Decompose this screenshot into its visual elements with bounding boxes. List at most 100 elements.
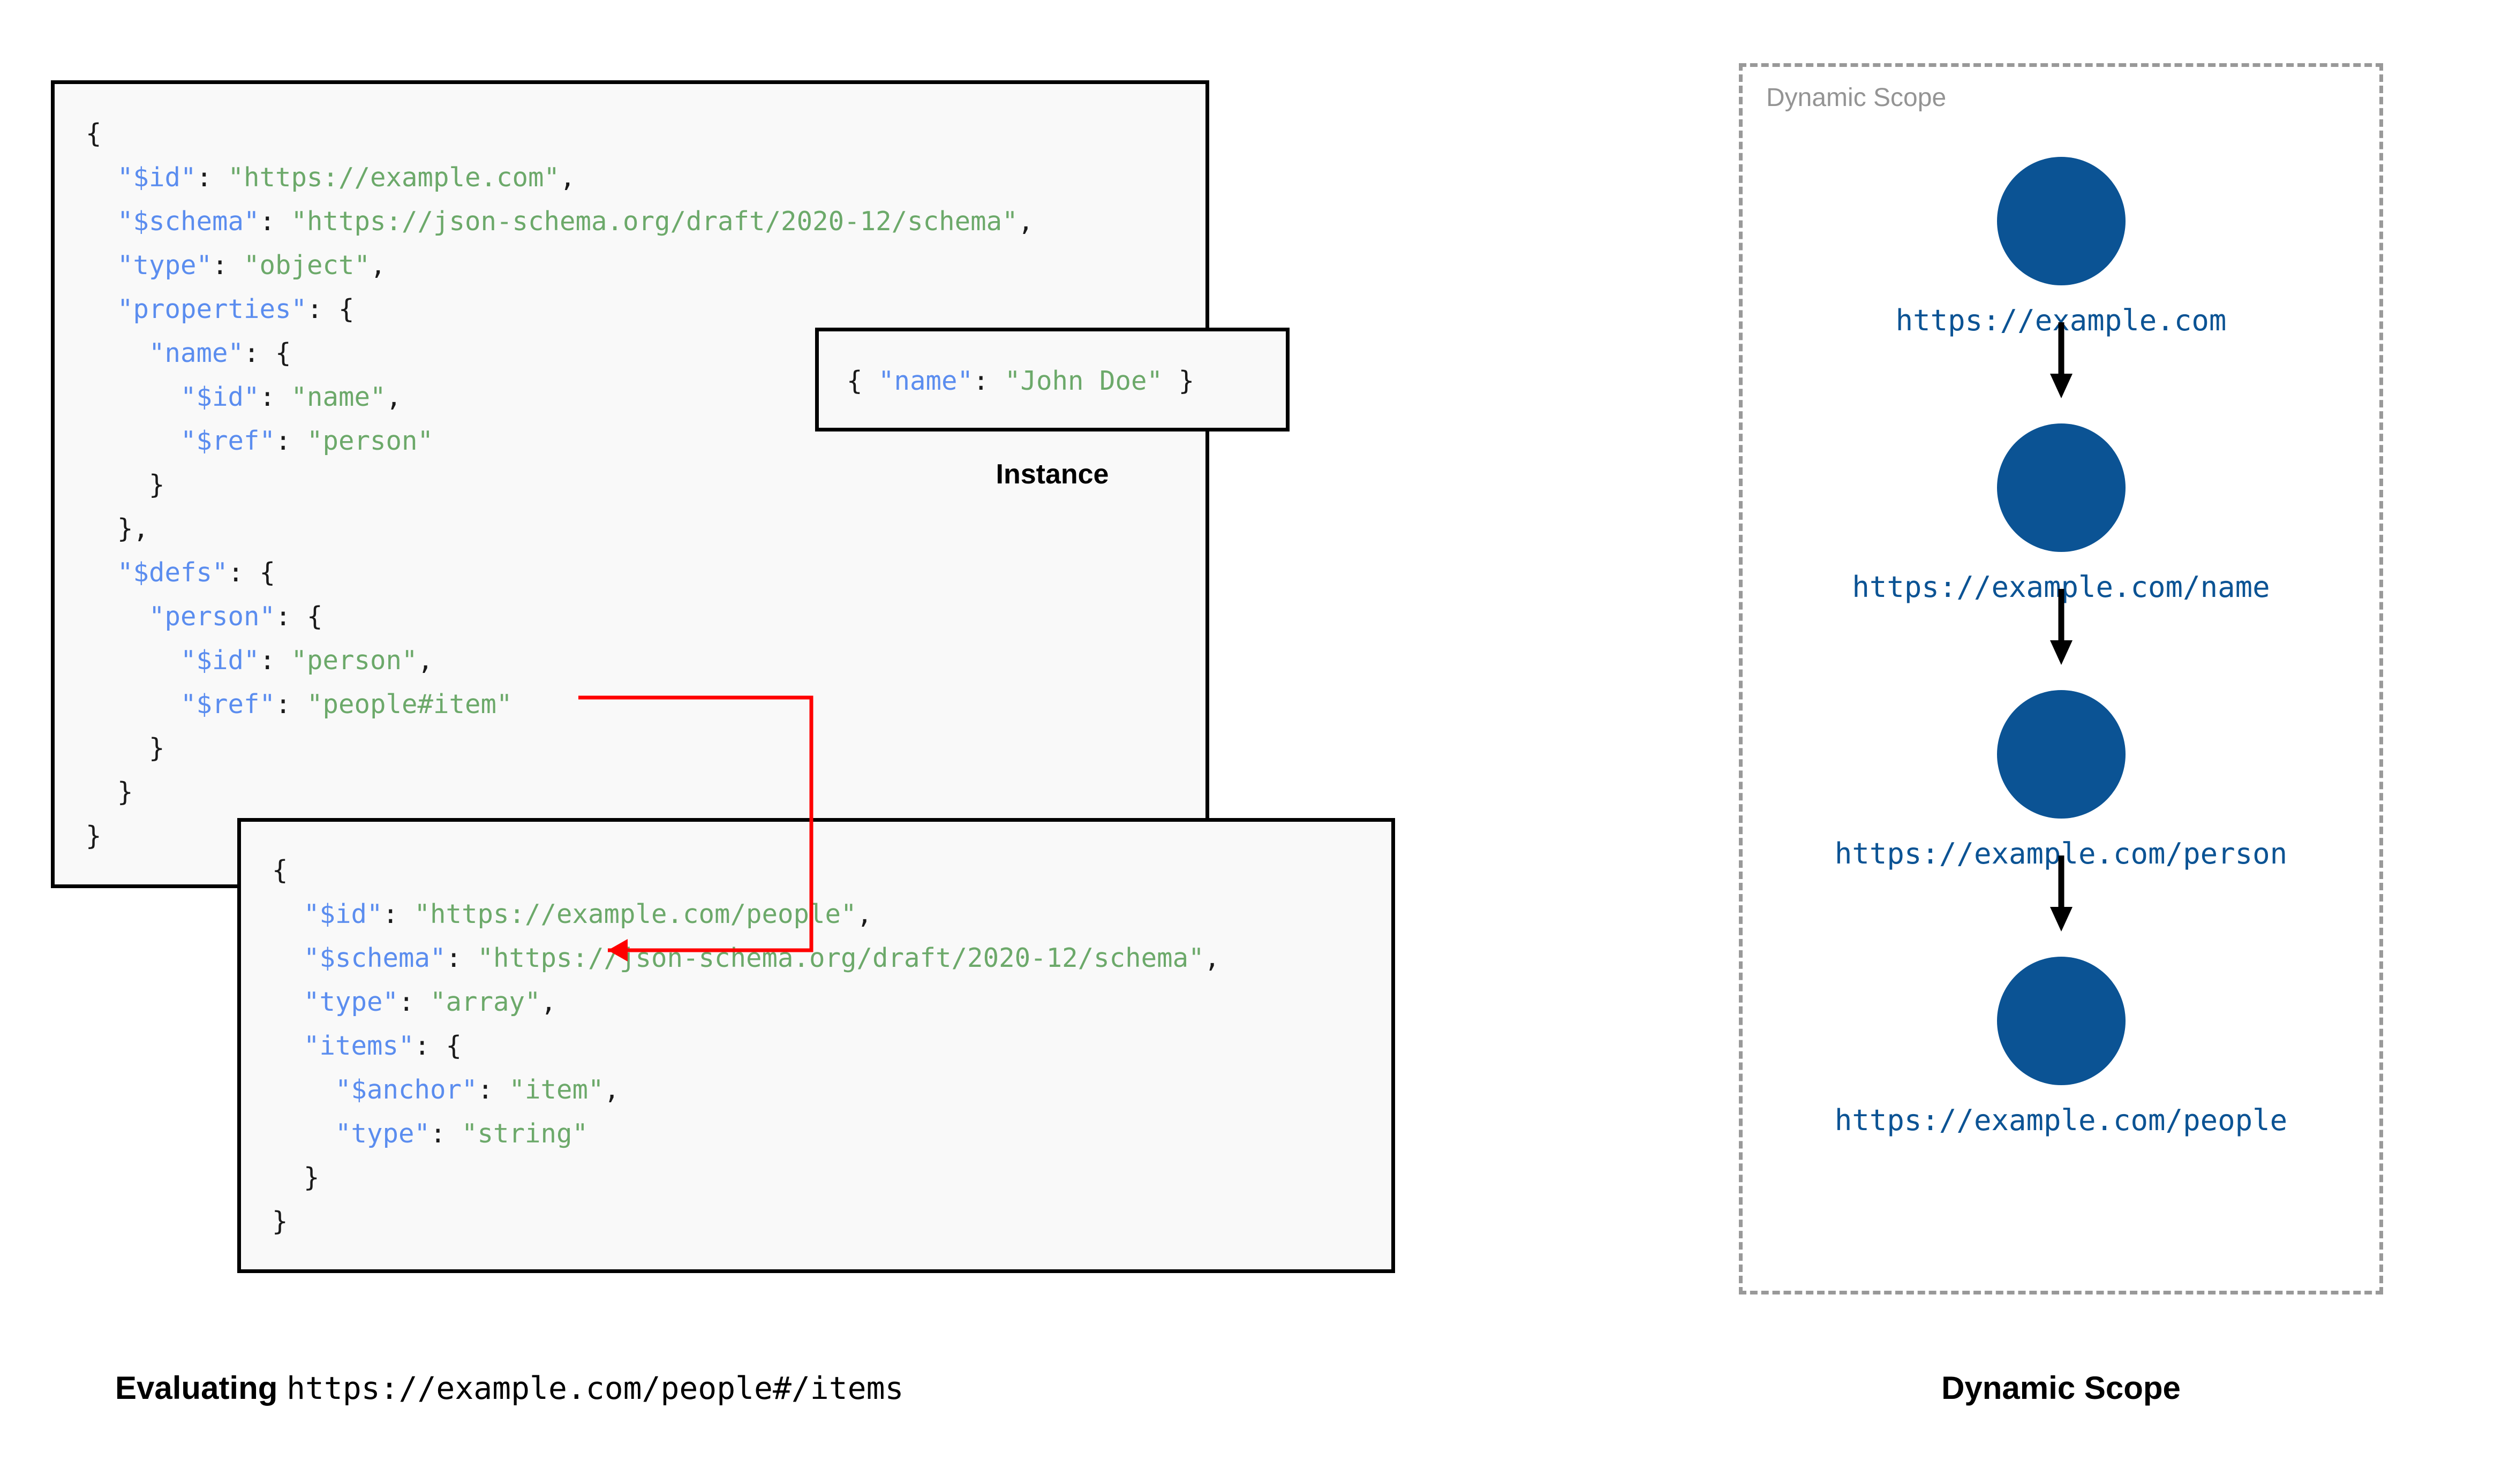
- instance-caption: Instance: [996, 459, 1109, 490]
- scope-node-circle-icon: [1996, 690, 2126, 819]
- code-line: "$id": "person",: [86, 645, 433, 676]
- code-token: :: [212, 250, 244, 281]
- code-token: :: [259, 382, 291, 412]
- code-token: :: [446, 943, 478, 973]
- code-token: "type": [335, 1118, 431, 1149]
- code-token: "person": [149, 601, 276, 632]
- code-token: "$id": [180, 382, 260, 412]
- code-token: "$ref": [180, 689, 276, 720]
- code-token: }: [1163, 366, 1195, 396]
- code-token: {: [86, 118, 102, 149]
- evaluating-caption: Evaluating https://example.com/people#/i…: [115, 1369, 903, 1406]
- code-token: "array": [430, 987, 541, 1017]
- code-token: }: [304, 1162, 320, 1193]
- code-line: },: [86, 513, 149, 544]
- code-token: "https://example.com/people": [414, 899, 857, 929]
- code-token: ,: [417, 645, 434, 676]
- code-token: :: [973, 366, 1005, 396]
- scope-flow-arrow-down-icon: [1739, 587, 2383, 670]
- instance-box: { "name": "John Doe" }: [815, 328, 1290, 431]
- code-token: :: [477, 1074, 509, 1105]
- code-token: : {: [275, 601, 323, 632]
- code-line: "$ref": "person": [86, 426, 433, 456]
- code-line: { "name": "John Doe" }: [847, 366, 1194, 396]
- code-token: :: [259, 206, 291, 237]
- code-line: "name": {: [86, 338, 291, 368]
- code-token: }: [149, 733, 165, 763]
- code-line: }: [86, 733, 165, 763]
- dynamic-scope-node: https://example.com/person: [1739, 690, 2383, 870]
- code-token: "$ref": [180, 426, 276, 456]
- code-token: : {: [228, 557, 276, 588]
- code-token: "$id": [117, 162, 197, 193]
- code-token: "string": [462, 1118, 589, 1149]
- code-token: :: [196, 162, 228, 193]
- code-line: "person": {: [86, 601, 323, 632]
- instance-code: { "name": "John Doe" }: [819, 331, 1286, 403]
- code-token: {: [272, 855, 288, 885]
- code-token: "$schema": [117, 206, 260, 237]
- code-token: "items": [304, 1031, 415, 1061]
- code-line: "type": "array",: [272, 987, 556, 1017]
- dynamic-scope-caption: Dynamic Scope: [1941, 1370, 2181, 1406]
- code-token: ,: [1018, 206, 1034, 237]
- code-token: "object": [244, 250, 371, 281]
- code-token: "$anchor": [335, 1074, 478, 1105]
- code-line: }: [86, 777, 133, 807]
- code-token: "$id": [304, 899, 383, 929]
- code-token: ,: [560, 162, 576, 193]
- code-token: :: [275, 426, 307, 456]
- code-token: }: [86, 821, 102, 851]
- code-line: "$id": "https://example.com/people",: [272, 899, 872, 929]
- code-token: }: [117, 777, 133, 807]
- code-line: "items": {: [272, 1031, 462, 1061]
- people-schema-box: { "$id": "https://example.com/people", "…: [237, 818, 1395, 1273]
- code-token: "John Doe": [1005, 366, 1163, 396]
- code-token: ,: [604, 1074, 620, 1105]
- code-token: : {: [244, 338, 291, 368]
- code-token: ,: [540, 987, 557, 1017]
- code-token: }: [149, 470, 165, 500]
- people-schema-code: { "$id": "https://example.com/people", "…: [241, 822, 1391, 1244]
- code-line: "$anchor": "item",: [272, 1074, 620, 1105]
- code-line: {: [86, 118, 102, 149]
- evaluating-caption-uri: https://example.com/people#/items: [287, 1370, 904, 1406]
- code-token: :: [398, 987, 431, 1017]
- code-line: }: [272, 1162, 320, 1193]
- root-schema-code: { "$id": "https://example.com", "$schema…: [55, 84, 1205, 858]
- dynamic-scope-node: https://example.com/people: [1739, 957, 2383, 1137]
- code-line: "$schema": "https://json-schema.org/draf…: [272, 943, 1220, 973]
- scope-flow-arrow-down-icon: [1739, 320, 2383, 403]
- code-line: {: [272, 855, 288, 885]
- code-token: "name": [149, 338, 244, 368]
- code-token: "$id": [180, 645, 260, 676]
- code-token: "properties": [117, 294, 307, 324]
- code-line: "$ref": "people#item": [86, 689, 513, 720]
- code-line: }: [272, 1206, 288, 1237]
- code-line: "$defs": {: [86, 557, 275, 588]
- code-token: "$schema": [304, 943, 446, 973]
- code-token: ,: [370, 250, 386, 281]
- code-line: }: [86, 821, 102, 851]
- dynamic-scope-node: https://example.com: [1739, 157, 2383, 337]
- scope-flow-arrow-down-icon: [1739, 853, 2383, 936]
- code-token: : {: [307, 294, 355, 324]
- code-token: :: [382, 899, 415, 929]
- code-token: "https://json-schema.org/draft/2020-12/s…: [477, 943, 1204, 973]
- code-line: "$id": "https://example.com",: [86, 162, 576, 193]
- evaluating-caption-prefix: Evaluating: [115, 1370, 287, 1406]
- code-token: ,: [386, 382, 402, 412]
- scope-node-circle-icon: [1996, 423, 2126, 552]
- code-token: "item": [509, 1074, 604, 1105]
- code-token: "name": [291, 382, 386, 412]
- code-token: :: [275, 689, 307, 720]
- code-token: "person": [291, 645, 418, 676]
- code-token: "person": [307, 426, 434, 456]
- code-token: ,: [1204, 943, 1220, 973]
- code-token: },: [117, 513, 149, 544]
- code-line: }: [86, 470, 165, 500]
- code-token: :: [259, 645, 291, 676]
- scope-node-circle-icon: [1996, 957, 2126, 1085]
- code-token: "https://example.com": [228, 162, 560, 193]
- code-line: "type": "object",: [86, 250, 386, 281]
